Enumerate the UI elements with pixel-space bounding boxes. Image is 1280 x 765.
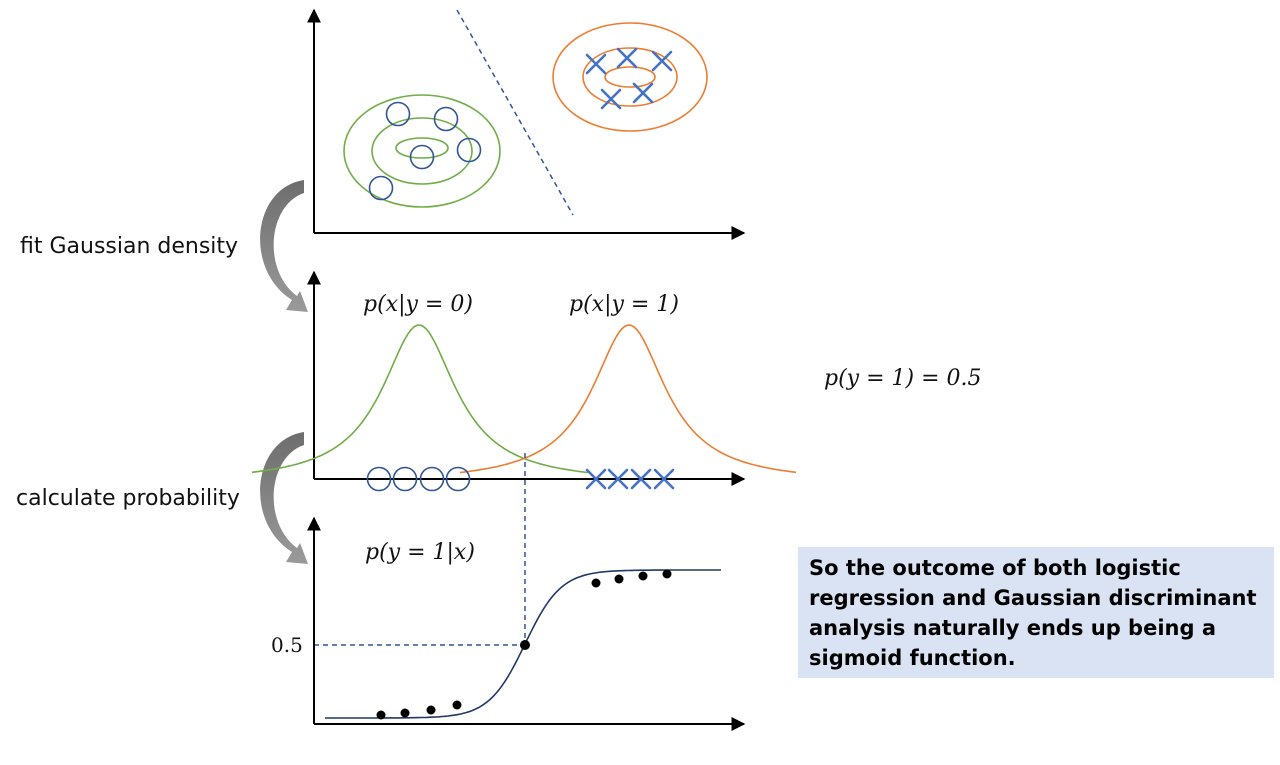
- cross-marker: [616, 47, 638, 69]
- class1-density-curve: [459, 324, 797, 474]
- class0-density-label: p(x|y = 0): [363, 292, 473, 317]
- half-tick-label: 0.5: [271, 633, 303, 657]
- summary-callout: So the outcome of both logistic regressi…: [798, 547, 1274, 678]
- cross-marker: [600, 88, 622, 110]
- posterior-point: [662, 569, 672, 579]
- cross-marker: [585, 468, 607, 490]
- circle-marker: [368, 175, 394, 201]
- circle-marker: [392, 466, 418, 492]
- cross-marker: [630, 468, 652, 490]
- decision-boundary: [456, 9, 574, 216]
- posterior-point: [376, 710, 386, 720]
- cross-marker: [585, 53, 607, 75]
- posterior-label: p(y = 1|x): [365, 540, 475, 565]
- scatter-panel: [307, 8, 746, 240]
- class0-1d-samples: [366, 466, 471, 492]
- fit-step-label: fit Gaussian density: [20, 234, 238, 259]
- circle-marker: [456, 137, 482, 163]
- class1-1d-samples: [585, 468, 675, 490]
- posterior-point: [400, 708, 410, 718]
- class0-samples: [368, 101, 482, 201]
- circle-marker: [366, 466, 392, 492]
- density-panel: p(x|y = 0) p(x|y = 1): [251, 270, 797, 492]
- posterior-point: [452, 700, 462, 710]
- class0-density-curve: [251, 324, 589, 474]
- posterior-point: [426, 705, 436, 715]
- posterior-panel: p(y = 1|x) 0.5: [271, 516, 746, 731]
- circle-marker: [409, 144, 435, 170]
- summary-text: So the outcome of both logistic regressi…: [809, 556, 1257, 670]
- curved-arrow-icon: [260, 180, 308, 312]
- posterior-points: [376, 569, 672, 720]
- posterior-point: [591, 578, 601, 588]
- circle-marker: [433, 106, 459, 132]
- cross-marker: [607, 468, 629, 490]
- cross-marker: [651, 50, 673, 72]
- calc-step-label: calculate probability: [16, 486, 240, 511]
- posterior-point: [614, 574, 624, 584]
- circle-marker: [445, 466, 471, 492]
- prior-label: p(y = 1) = 0.5: [824, 366, 982, 391]
- posterior-point: [520, 640, 530, 650]
- curved-arrow-icon: [260, 432, 308, 564]
- class1-density-label: p(x|y = 1): [569, 292, 679, 317]
- class1-samples: [585, 47, 673, 110]
- circle-marker: [419, 466, 445, 492]
- circle-marker: [385, 101, 411, 127]
- posterior-point: [638, 571, 648, 581]
- cross-marker: [653, 468, 675, 490]
- class1-contours: [552, 22, 708, 132]
- class0-contours: [343, 94, 501, 208]
- cross-marker: [632, 82, 654, 104]
